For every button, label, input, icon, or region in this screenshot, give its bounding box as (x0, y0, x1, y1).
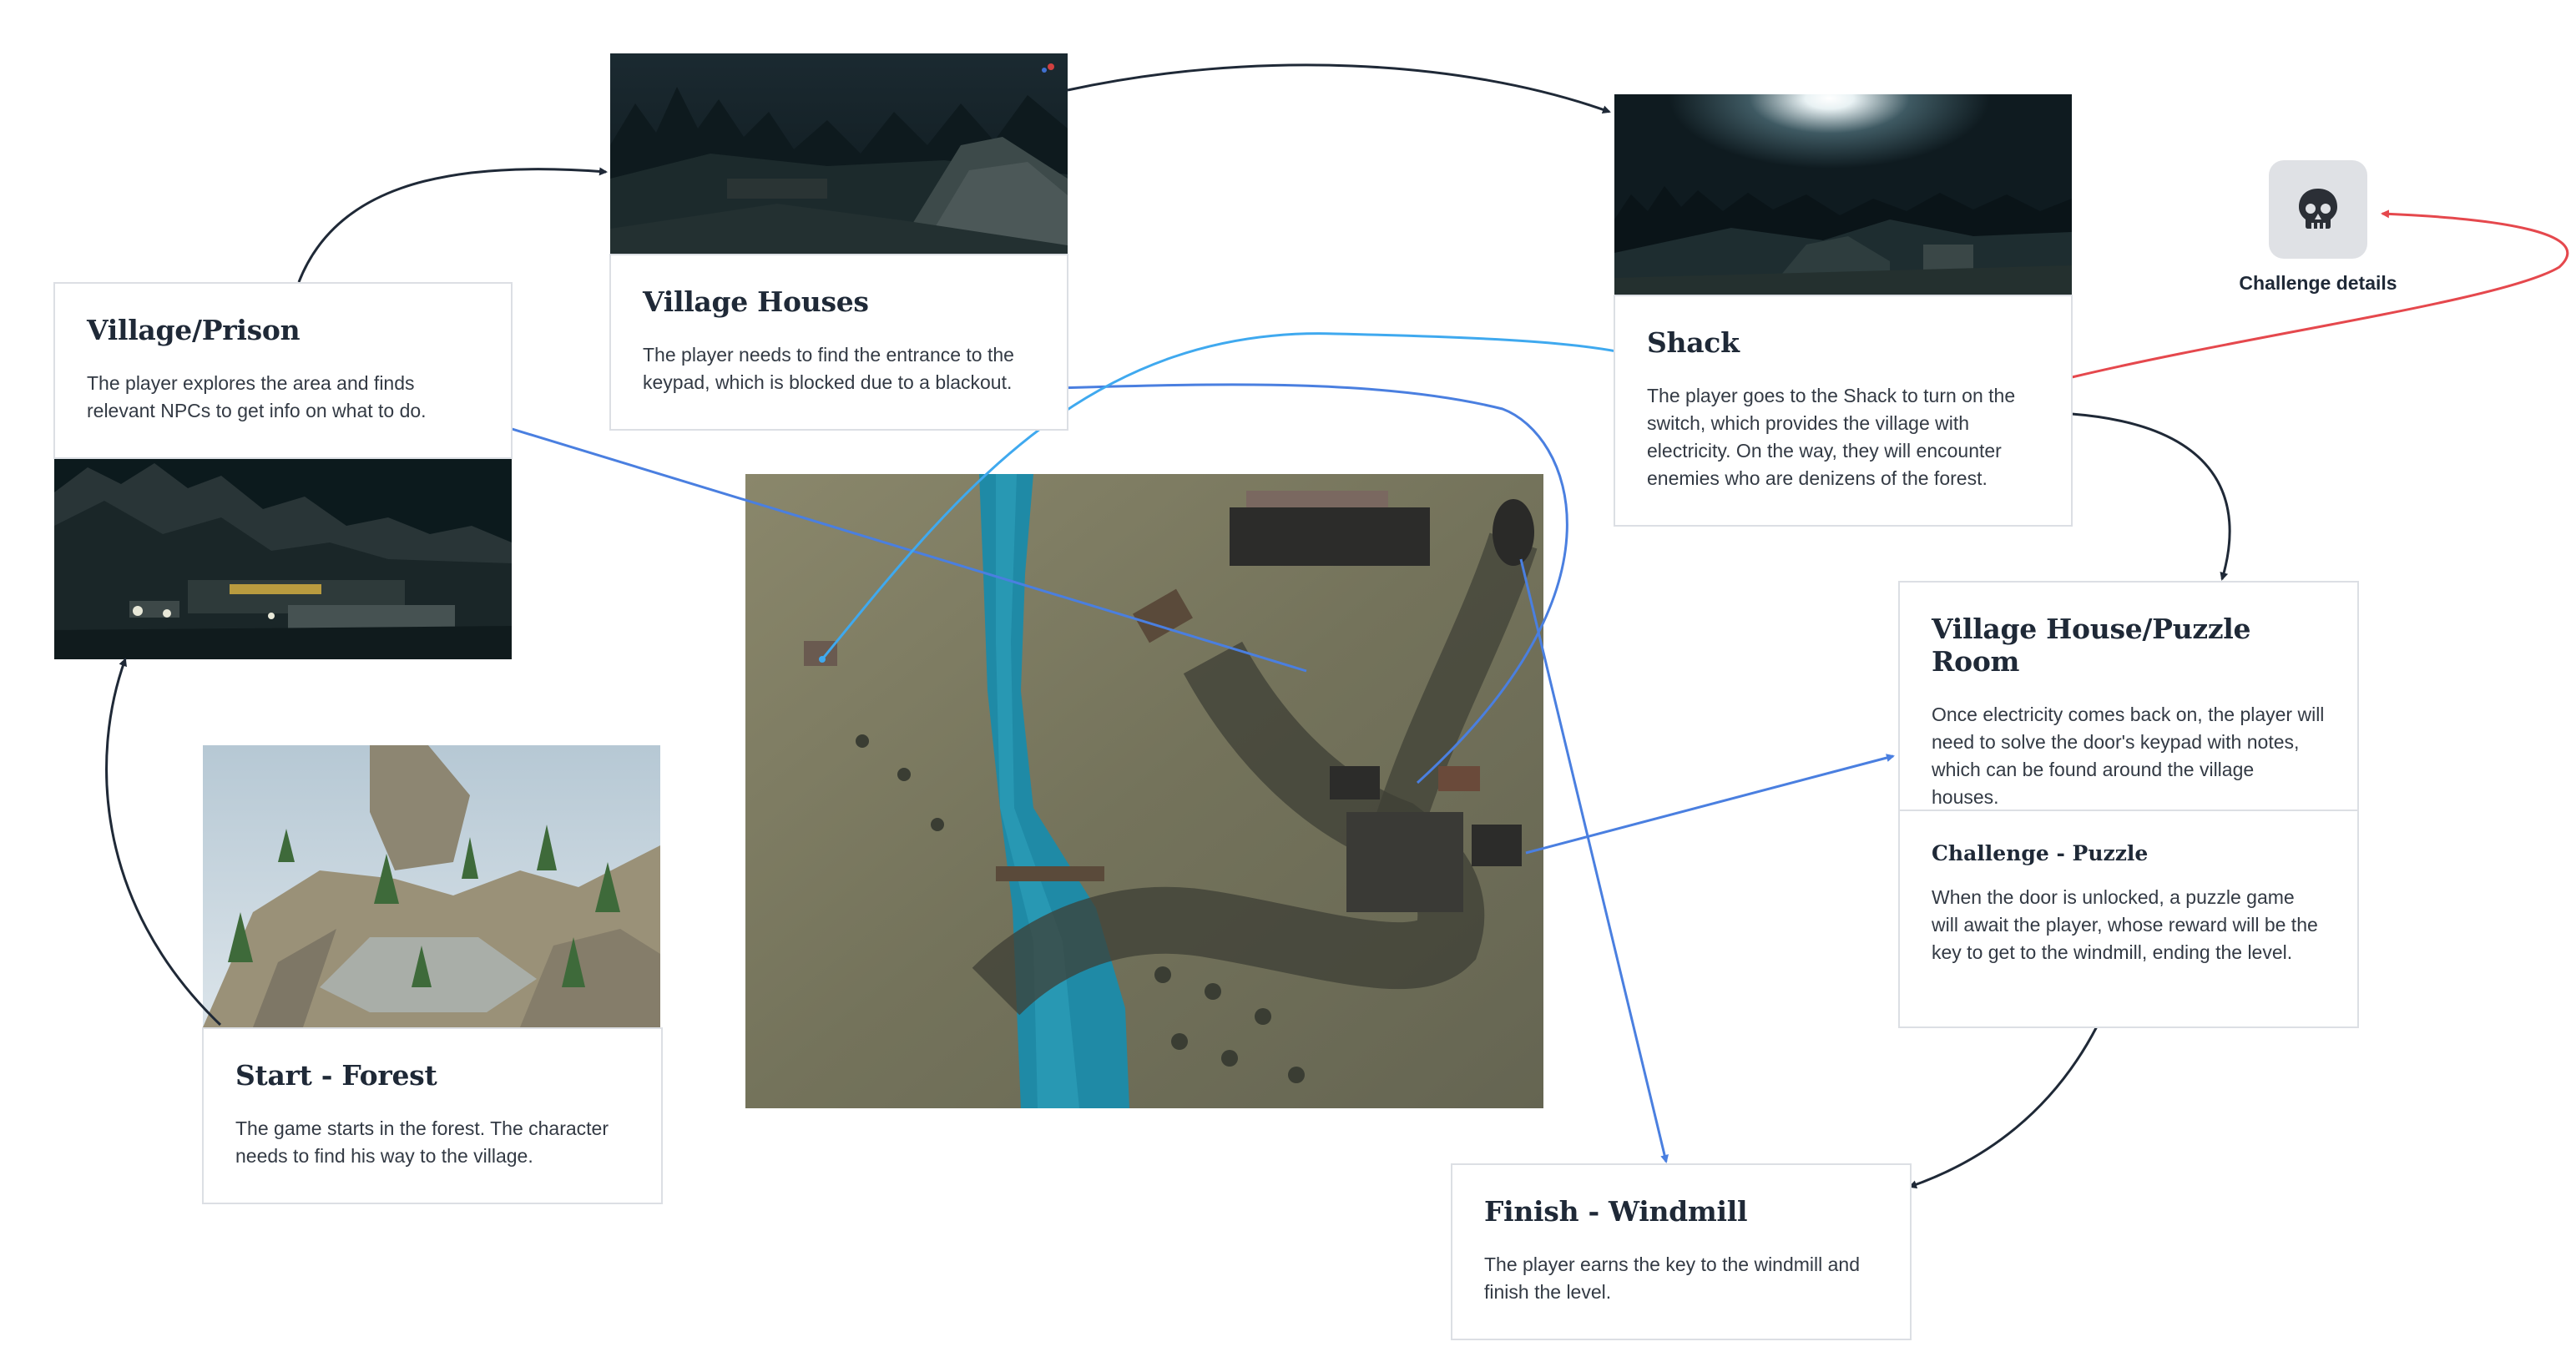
start-forest-screenshot (203, 745, 660, 1027)
node-title: Village House/Puzzle Room (1932, 613, 2251, 678)
flow-houses-to-shack (1067, 63, 1611, 114)
node-title: Finish - Windmill (1484, 1195, 1748, 1228)
map-link-puzzle (1525, 754, 1895, 855)
node-shack[interactable]: Shack The player goes to the Shack to tu… (1614, 295, 2073, 527)
shack-screenshot (1614, 94, 2072, 295)
node-village-prison[interactable]: Village/Prison The player explores the a… (53, 282, 513, 459)
node-title: Start - Forest (235, 1059, 437, 1092)
skull-icon (2299, 189, 2337, 229)
node-title: Village Houses (643, 285, 869, 318)
node-village-houses[interactable]: Village Houses The player needs to find … (609, 254, 1068, 431)
challenge-description: When the door is unlocked, a puzzle game… (1932, 886, 2318, 963)
village-houses-screenshot (610, 53, 1068, 254)
node-start-forest[interactable]: Start - Forest The game starts in the fo… (202, 1027, 663, 1204)
flow-shack-to-puzzle (2071, 412, 2231, 581)
node-puzzle-challenge[interactable]: Challenge - Puzzle When the door is unlo… (1898, 811, 2359, 1028)
node-description: The game starts in the forest. The chara… (235, 1117, 609, 1167)
level-overview-map (745, 474, 1543, 1108)
challenge-details-button[interactable] (2269, 160, 2367, 259)
node-puzzle-room[interactable]: Village House/Puzzle Room Once electrici… (1898, 581, 2359, 811)
node-description: The player earns the key to the windmill… (1484, 1253, 1861, 1303)
flow-puzzle-to-windmill (1908, 1026, 2099, 1189)
node-description: Once electricity comes back on, the play… (1932, 704, 2325, 808)
node-title: Village/Prison (87, 314, 301, 346)
node-title: Shack (1647, 326, 1740, 359)
node-description: The player explores the area and finds r… (87, 372, 427, 421)
village-prison-screenshot (54, 459, 512, 659)
node-description: The player needs to find the entrance to… (643, 344, 1014, 393)
node-finish-windmill[interactable]: Finish - Windmill The player earns the k… (1451, 1163, 1912, 1340)
node-description: The player goes to the Shack to turn on … (1647, 385, 2016, 489)
challenge-details-label: Challenge details (2239, 272, 2397, 294)
challenge-title: Challenge - Puzzle (1932, 841, 2149, 865)
flow-prison-to-houses (297, 167, 608, 283)
